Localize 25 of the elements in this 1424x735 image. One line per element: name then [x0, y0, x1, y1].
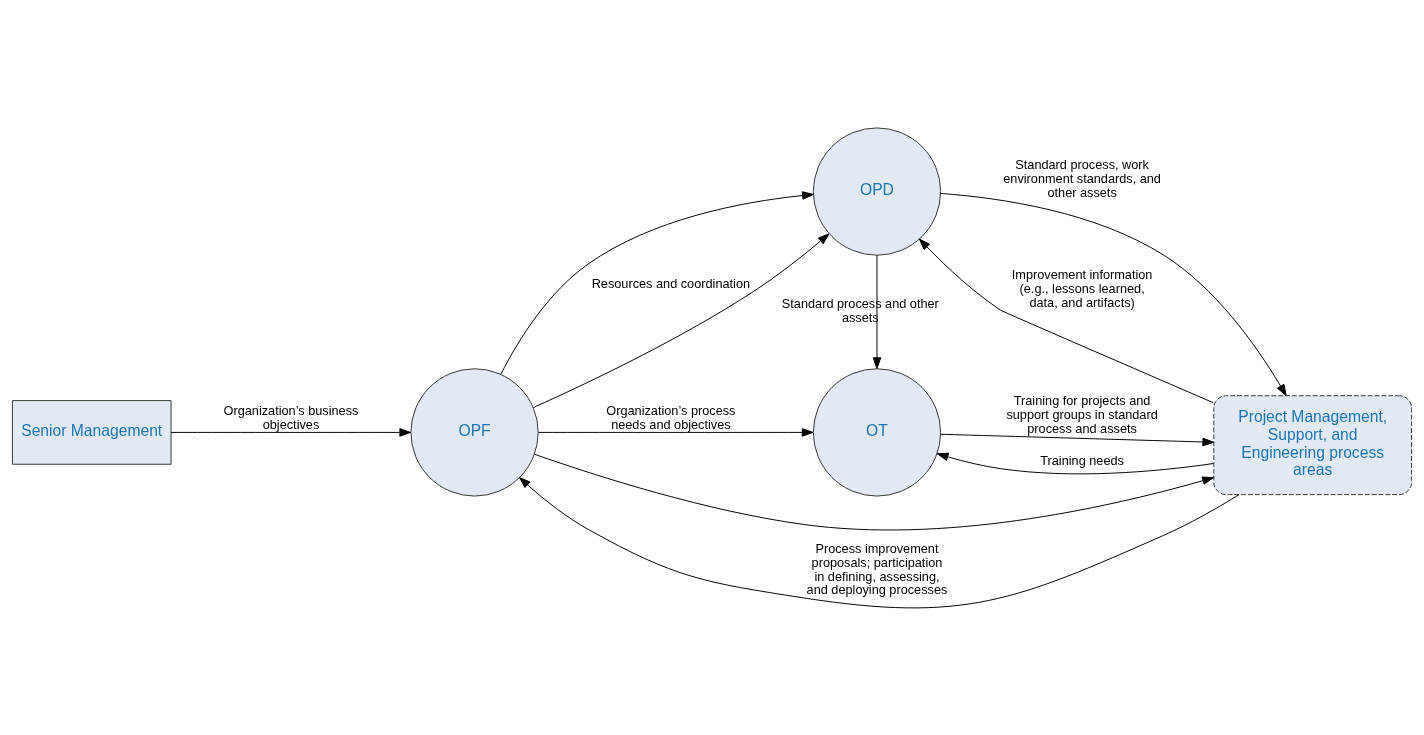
node-box: Project Management, Support, and Engineering process areas: [1213, 394, 1413, 495]
edge-label: Process improvement proposals; participation in defining, assessing, and deploying processes: [806, 540, 948, 597]
node-box: Senior Management: [11, 399, 172, 465]
edge-label: Training needs: [1040, 452, 1124, 468]
node-circle: OT: [812, 367, 942, 497]
arrow: [538, 427, 814, 437]
arrow: [918, 238, 1214, 403]
edge-label: Resources and coordination: [591, 275, 751, 291]
arrow: [170, 427, 412, 437]
arrow: [519, 476, 1240, 608]
edge-label: Organization’s business objectives: [223, 402, 359, 432]
arrow: [532, 232, 830, 408]
arrow: [500, 190, 814, 375]
arrow: [534, 453, 1214, 530]
edge-label: Standard process, work environment standards, and other assets: [1003, 156, 1161, 200]
node-circle: OPF: [410, 367, 539, 497]
edge-label: Improvement information (e.g., lessons learned, data, and artifacts): [1011, 266, 1153, 310]
edge-label: Organization’s process needs and objectives: [606, 402, 736, 432]
edge-label: Training for projects and support groups in standard process and assets: [1006, 392, 1158, 436]
arrow: [936, 452, 1214, 474]
arrow: [940, 433, 1215, 446]
node-circle: OPD: [812, 126, 942, 256]
arrow: [940, 192, 1287, 396]
edge-label: Standard process and other assets: [781, 295, 939, 325]
arrow: [872, 254, 882, 369]
